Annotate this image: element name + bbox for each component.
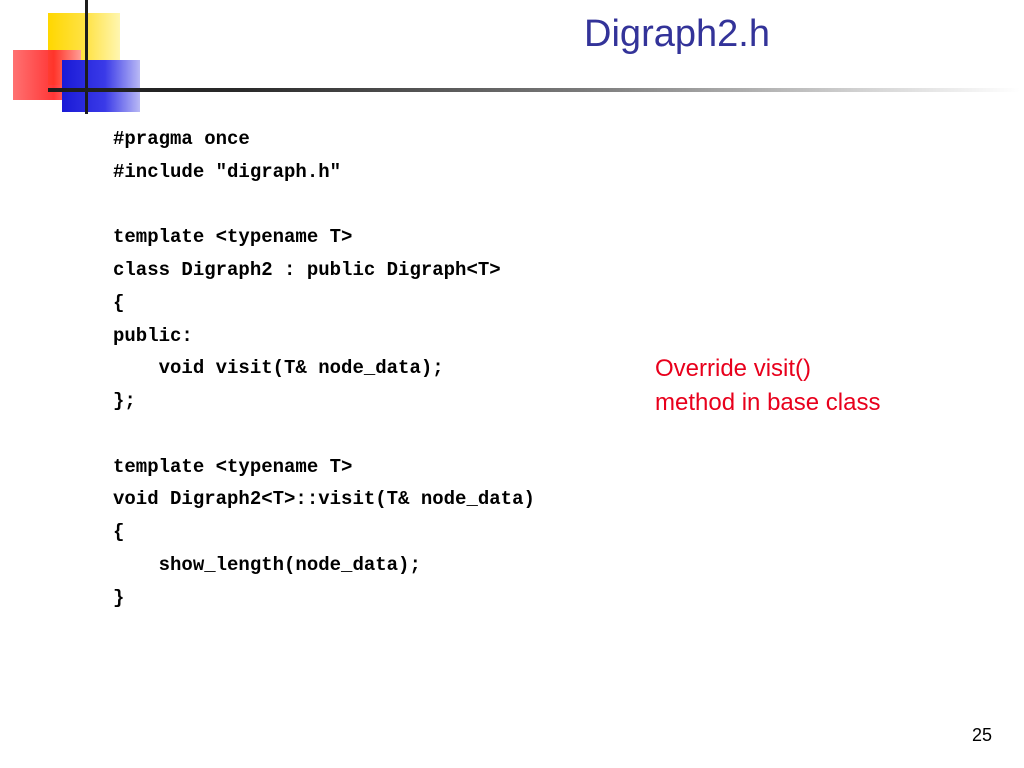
- code-line: template <typename T>: [113, 226, 353, 249]
- code-line: #pragma once: [113, 128, 250, 150]
- code-line: {: [113, 521, 125, 543]
- code-line: [113, 418, 535, 451]
- code-line: }: [113, 586, 125, 609]
- code-line: void Digraph2<T>::visit(T& node_data): [113, 488, 535, 511]
- code-line: template <typename T>: [113, 455, 353, 478]
- code-line: show_length(node_data);: [113, 553, 421, 576]
- code-line: };: [113, 390, 136, 412]
- code-line: [113, 189, 535, 222]
- logo-blue-square: [62, 60, 140, 112]
- annotation-line-2: method in base class: [655, 389, 881, 416]
- code-line: public:: [113, 324, 193, 347]
- slide-title: Digraph2.h: [584, 13, 770, 55]
- code-line: class Digraph2 : public Digraph<T>: [113, 259, 501, 281]
- annotation-line-1: Override visit(): [655, 355, 812, 382]
- code-line: {: [113, 291, 125, 314]
- title-divider-line: [48, 88, 1020, 92]
- logo-vertical-line: [85, 0, 88, 114]
- code-line: void visit(T& node_data);: [113, 357, 444, 380]
- code-block: #pragma once #include "digraph.h" template…: [113, 123, 535, 614]
- page-number: 25: [971, 725, 992, 745]
- override-annotation: Override visit() method in base class: [655, 352, 880, 420]
- code-line: #include "digraph.h": [113, 160, 342, 183]
